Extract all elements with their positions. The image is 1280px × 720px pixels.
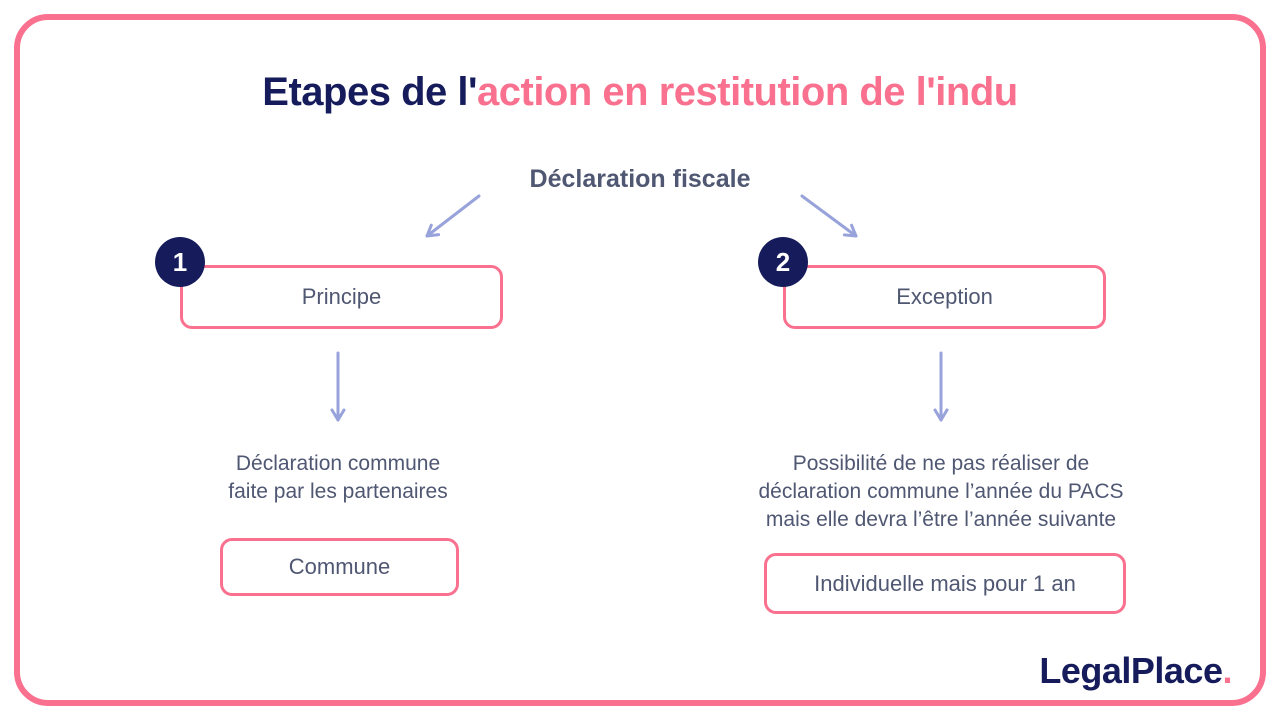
title-prefix: Etapes de l' bbox=[262, 70, 477, 114]
arrow-root-to-exception bbox=[800, 194, 858, 238]
page-title: Etapes de l'action en restitution de l'i… bbox=[0, 70, 1280, 115]
result-individuelle: Individuelle mais pour 1 an bbox=[764, 553, 1126, 614]
legalplace-logo-dot: . bbox=[1222, 650, 1232, 691]
step-badge-2: 2 bbox=[758, 237, 808, 287]
node-exception: Exception bbox=[783, 265, 1106, 329]
node-principe: Principe bbox=[180, 265, 503, 329]
result-individuelle-label: Individuelle mais pour 1 an bbox=[814, 570, 1076, 596]
description-exception: Possibilité de ne pas réaliser de déclar… bbox=[758, 452, 1124, 531]
legalplace-logo-text: LegalPlace bbox=[1039, 650, 1223, 691]
node-exception-label: Exception bbox=[896, 284, 993, 309]
result-commune: Commune bbox=[220, 538, 459, 596]
root-node-label: Déclaration fiscale bbox=[529, 165, 751, 193]
step-badge-1: 1 bbox=[155, 237, 205, 287]
legalplace-logo: LegalPlace. bbox=[1039, 650, 1232, 692]
title-highlight: action en restitution de l'indu bbox=[477, 70, 1018, 114]
arrow-root-to-principe bbox=[425, 194, 481, 238]
step-badge-1-number: 1 bbox=[172, 246, 188, 277]
result-commune-label: Commune bbox=[288, 554, 391, 579]
description-principe: Déclaration commune faite par les parten… bbox=[228, 452, 448, 503]
node-principe-label: Principe bbox=[301, 284, 382, 309]
step-badge-2-number: 2 bbox=[775, 246, 791, 277]
